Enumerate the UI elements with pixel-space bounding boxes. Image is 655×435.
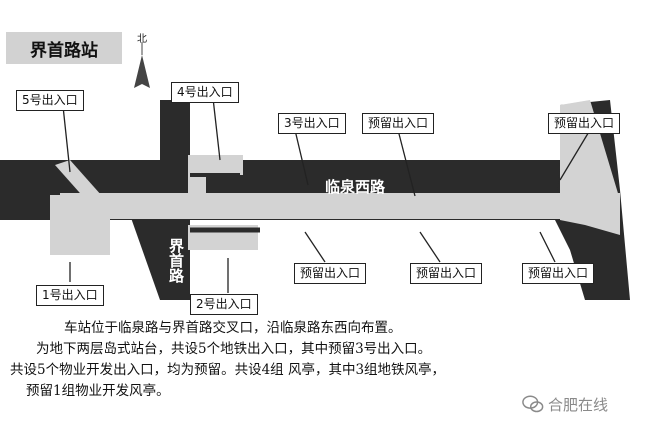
station-title: 界首路站 [6, 32, 122, 64]
reserved-exit-bottom-2: 预留出入口 [410, 263, 483, 284]
station-body [60, 193, 620, 219]
description-block: 车站位于临泉路与界首路交叉口，沿临泉路东西向布置。 为地下两层岛式站台，共设5个… [0, 318, 655, 402]
description-line-4: 预留1组物业开发风亭。 [26, 383, 170, 399]
leader-reserved-top-mid [397, 129, 416, 197]
leader-exit3 [294, 129, 309, 186]
reserved-exit-top-mid: 预留出入口 [362, 113, 435, 134]
north-label: 北 [137, 34, 147, 45]
watermark-text: 合肥在线 [548, 395, 609, 414]
description-line-2: 为地下两层岛式站台，共设5个地铁出入口，其中预留3号出入口。 [36, 341, 432, 357]
description-line-1: 车站位于临泉路与界首路交叉口，沿临泉路东西向布置。 [64, 320, 402, 336]
exit3-label: 3号出入口 [278, 113, 346, 134]
road-label-jieshou: 界首路 [167, 238, 185, 283]
exit1-label: 1号出入口 [36, 285, 104, 306]
exit4-label: 4号出入口 [171, 82, 239, 103]
leader-reserved-top-right [559, 129, 591, 181]
reserved-exit-bottom-1: 预留出入口 [294, 263, 367, 284]
road-label-linquan-west: 临泉西路 [325, 178, 386, 196]
reserved-exit-bottom-3: 预留出入口 [522, 263, 595, 284]
wechat-icon [522, 395, 544, 413]
north-arrow-icon [134, 55, 150, 88]
leader-exit4 [212, 97, 221, 161]
description-line-3: 共设5个物业开发出入口，均为预留。共设4组 风亭，其中3组地铁风亭， [10, 362, 446, 378]
road-jieshou-diag [130, 215, 190, 300]
leader-reserved-bottom-1 [304, 231, 326, 263]
leader-reserved-bottom-2 [419, 231, 441, 263]
exit5-passage [55, 160, 110, 210]
station-map: 界首路站 北 5号出入口 4号出入口 3号出入口 预留出入口 预留出入口 1号出… [0, 32, 630, 315]
leader-reserved-bottom-3 [539, 231, 556, 263]
exit2-label: 2号出入口 [190, 294, 258, 315]
exit5-label: 5号出入口 [16, 90, 84, 111]
watermark: 合肥在线 [522, 393, 608, 415]
reserved-exit-top-right: 预留出入口 [548, 113, 621, 134]
leader-exit5 [62, 105, 71, 173]
exit4-link [188, 170, 206, 200]
